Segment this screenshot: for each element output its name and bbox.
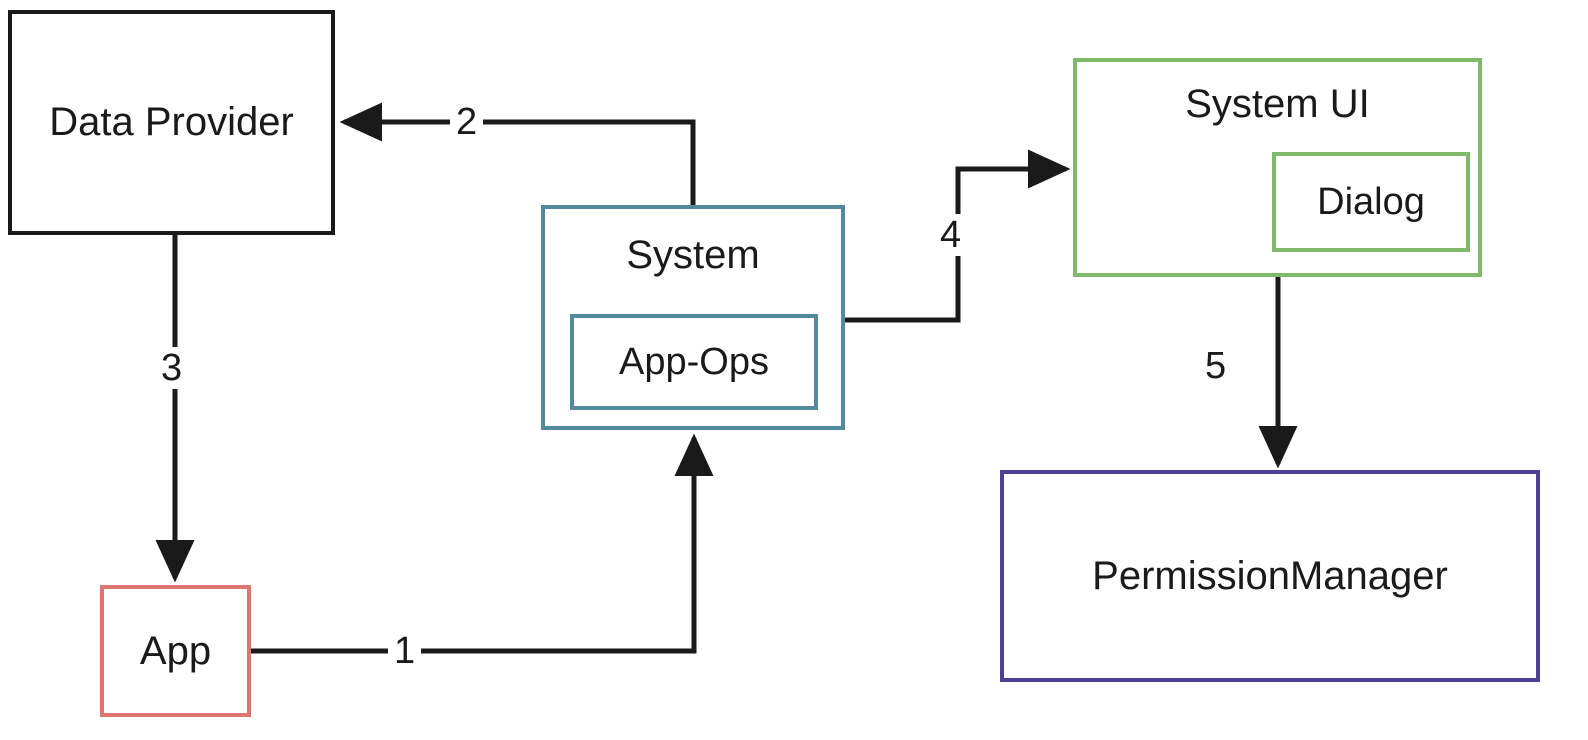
node-data-provider[interactable]: Data Provider <box>8 10 335 235</box>
edge-label-3: 3 <box>155 347 189 389</box>
node-dialog-label: Dialog <box>1317 180 1425 223</box>
node-permission-manager[interactable]: PermissionManager <box>1000 470 1540 682</box>
node-data-provider-label: Data Provider <box>49 100 294 144</box>
edge-label-5: 5 <box>1199 345 1233 387</box>
edge-label-2: 2 <box>450 101 484 143</box>
node-permission-manager-label: PermissionManager <box>1092 553 1448 598</box>
connector-1 <box>251 433 714 654</box>
node-app-label: App <box>139 628 212 673</box>
edge-label-1: 1 <box>388 630 422 672</box>
node-system-ui-label: System UI <box>1185 82 1370 126</box>
node-app-ops-label: App-Ops <box>619 340 769 383</box>
node-system-label: System <box>626 233 760 277</box>
node-app-ops[interactable]: App-Ops <box>570 314 818 410</box>
edge-label-4: 4 <box>934 214 968 256</box>
connector-2 <box>339 102 696 205</box>
node-app[interactable]: App <box>100 585 251 717</box>
node-dialog[interactable]: Dialog <box>1272 152 1470 252</box>
